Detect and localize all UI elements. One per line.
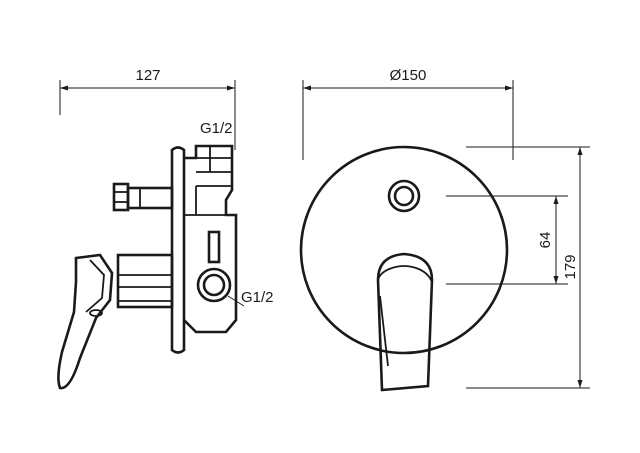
lever-handle	[57, 253, 114, 390]
valve-body	[183, 144, 238, 334]
overall-height-dimension: 179	[466, 146, 590, 389]
depth-dimension: 127	[59, 67, 236, 150]
cartridge-housing	[116, 253, 174, 309]
overall-height-label: 179	[562, 254, 579, 279]
side-view: 127 G1/2	[57, 67, 274, 390]
diverter-stem	[112, 182, 174, 212]
side-port-label: G1/2	[241, 289, 274, 306]
axis-spacing-label: 64	[537, 232, 554, 249]
axis-spacing-dimension: 64	[446, 195, 568, 285]
top-port-label: G1/2	[200, 120, 233, 137]
diameter-dimension-label: Ø150	[390, 67, 427, 84]
depth-dimension-label: 127	[135, 67, 160, 84]
diverter-button	[387, 179, 421, 213]
lever-front	[376, 252, 434, 392]
wall-plate-edge	[170, 146, 186, 354]
front-view: Ø150 64 179	[299, 67, 590, 392]
cover-plate	[299, 145, 509, 355]
